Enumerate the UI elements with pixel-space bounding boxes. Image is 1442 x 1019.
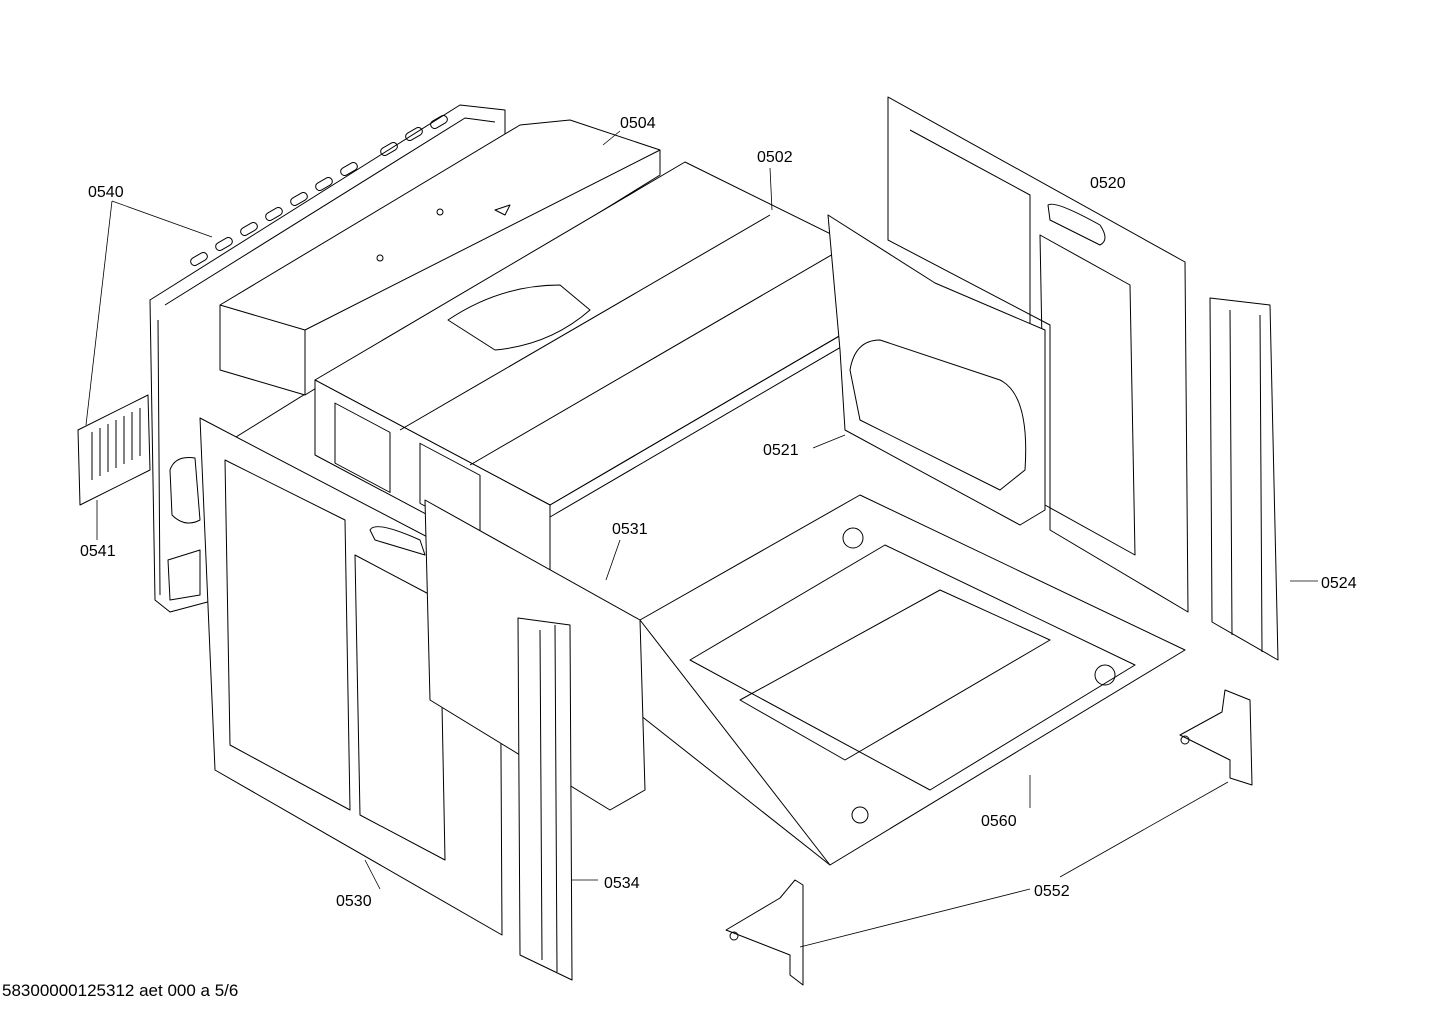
leader-lines xyxy=(85,130,1318,948)
label-0524: 0524 xyxy=(1321,575,1357,592)
part-0524-right-rail xyxy=(1209,297,1279,661)
part-0560-bottom-tray xyxy=(639,494,1186,866)
label-0520: 0520 xyxy=(1090,175,1126,192)
label-0534: 0534 xyxy=(604,875,640,892)
part-0534-front-rail xyxy=(517,617,573,981)
part-labels: 0504 0502 0520 0540 0541 0521 0531 0524 … xyxy=(80,115,1357,910)
label-0531: 0531 xyxy=(612,521,648,538)
part-0502-top-housing xyxy=(314,161,931,581)
label-0502: 0502 xyxy=(757,149,793,166)
part-0552-bracket-right xyxy=(1179,689,1253,786)
part-0521-inner-side xyxy=(827,214,1046,526)
label-0504: 0504 xyxy=(620,115,656,132)
label-0560: 0560 xyxy=(981,813,1017,830)
label-0541: 0541 xyxy=(80,543,116,560)
label-0552: 0552 xyxy=(1034,883,1070,900)
label-0521: 0521 xyxy=(763,442,799,459)
part-0541-grille xyxy=(77,394,151,506)
part-0552-bracket-left xyxy=(725,879,804,986)
label-0540: 0540 xyxy=(88,184,124,201)
part-0504-fan-cover xyxy=(219,119,661,396)
label-0530: 0530 xyxy=(336,893,372,910)
drawing-reference: 58300000125312 aet 000 a 5/6 xyxy=(2,981,239,1000)
